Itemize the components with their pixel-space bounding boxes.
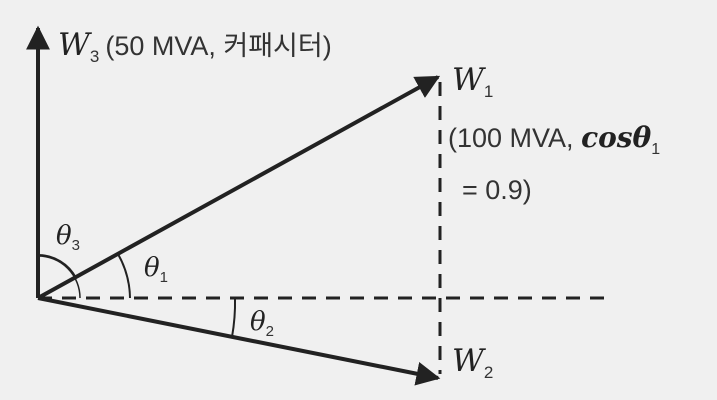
theta2-label: θ2	[250, 307, 274, 340]
w1-label: W1	[452, 62, 493, 101]
theta3-label: θ3	[56, 221, 80, 254]
theta3-arc	[37, 254, 77, 279]
theta3-arc-extension	[37, 255, 81, 299]
theta1-arc	[117, 253, 131, 299]
w1-note-line2: = 0.9)	[462, 175, 532, 205]
w1-vector-arrow	[37, 75, 441, 300]
w3-label: W3(50 MVA, 커패시터)	[58, 27, 332, 66]
theta1-label: θ1	[144, 253, 168, 286]
w2-vector-arrow	[37, 296, 441, 386]
w2-label: W2	[452, 343, 493, 382]
theta2-arc	[231, 297, 237, 338]
w1-note-line1: (100 MVA, cosθ1	[448, 121, 660, 158]
